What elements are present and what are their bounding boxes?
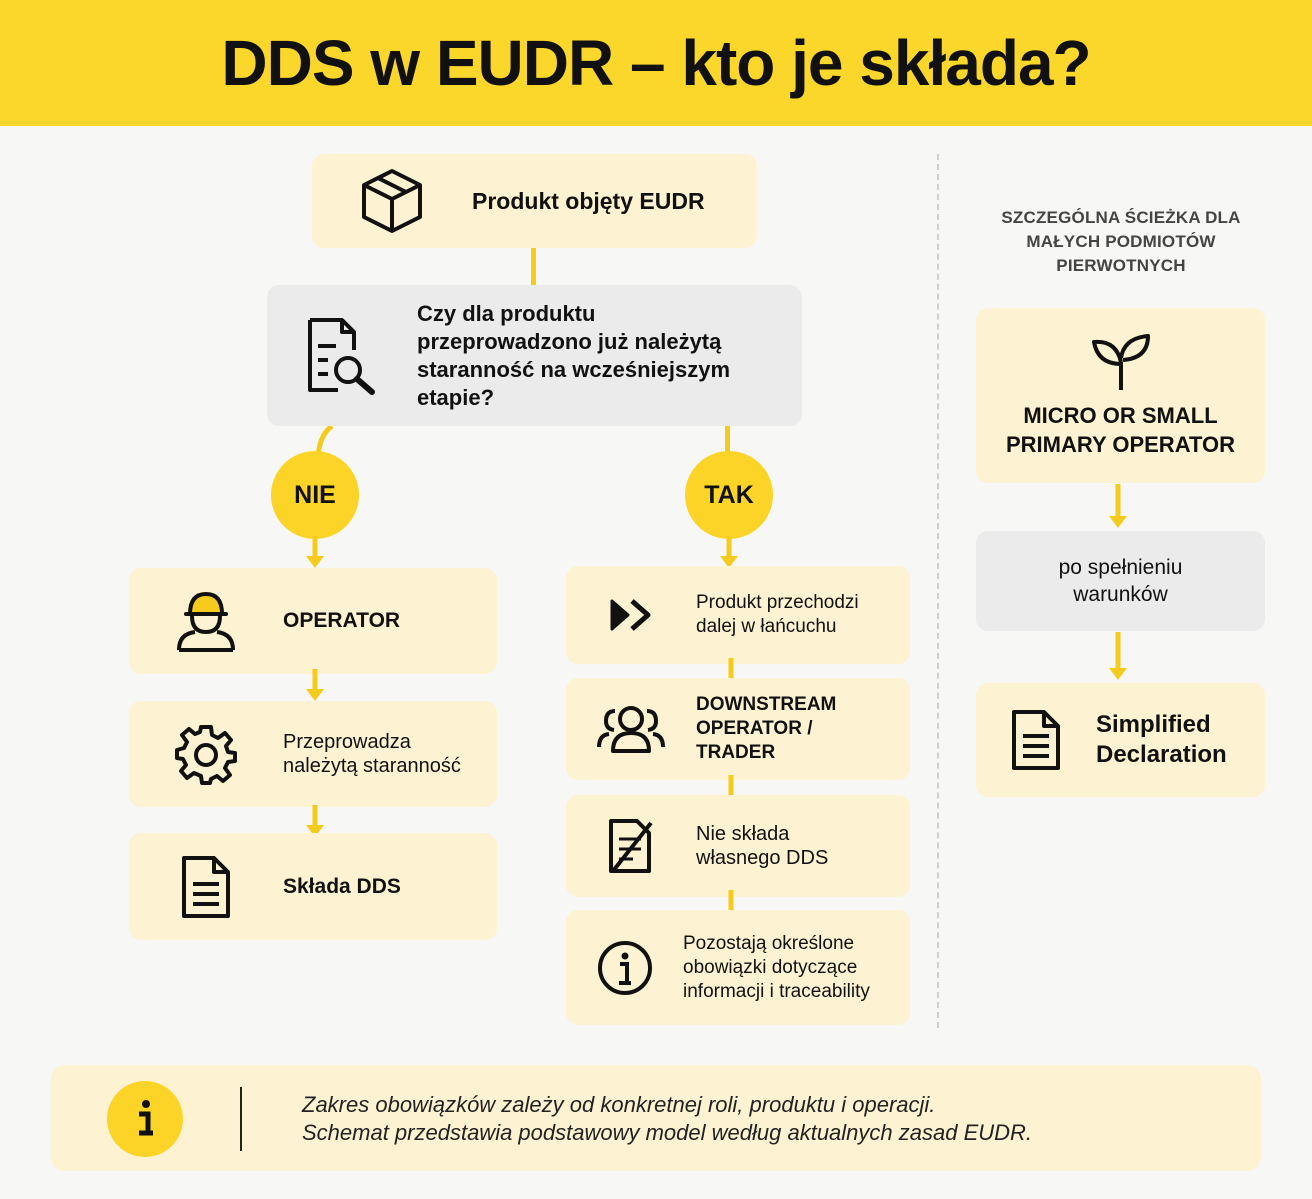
conditions-box: po spełnieniu warunków [976, 531, 1265, 631]
product-label: Produkt objęty EUDR [472, 188, 705, 214]
connector-question-yes [725, 424, 730, 454]
gear-icon [129, 723, 283, 785]
side-path-title: SZCZEGÓLNA ŚCIEŻKA DLA MAŁYCH PODMIOTÓW … [1001, 208, 1241, 275]
remaining-duties-label: Pozostają określone obowiązki dotyczące … [683, 932, 870, 1002]
footer-line-1: Zakres obowiązków zależy od konkretnej r… [302, 1092, 936, 1117]
simplified-declaration-box: Simplified Declaration [976, 683, 1265, 797]
question-box: Czy dla produktu przeprowadzono już nale… [267, 285, 802, 426]
arrow-down-icon [1109, 484, 1127, 528]
remaining-duties-box: Pozostają określone obowiązki dotyczące … [566, 910, 910, 1025]
worker-icon [129, 588, 283, 654]
operator-box: OPERATOR [129, 568, 497, 674]
question-label: Czy dla produktu przeprowadzono już nale… [417, 300, 731, 410]
micro-operator-box: MICRO OR SMALL PRIMARY OPERATOR [976, 308, 1265, 483]
conditions-label: po spełnieniu warunków [1058, 556, 1183, 606]
info-icon [107, 1081, 183, 1157]
submits-dds-label: Składa DDS [283, 874, 401, 898]
product-passes-label: Produkt przechodzi dalej w łańcuchu [696, 592, 859, 637]
arrow-down-icon [306, 669, 324, 701]
header-banner: DDS w EUDR – kto je składa? [0, 0, 1312, 126]
info-icon [566, 939, 683, 997]
document-icon [976, 708, 1096, 772]
group-icon [566, 703, 696, 755]
footer-separator [240, 1087, 242, 1151]
product-passes-box: Produkt przechodzi dalej w łańcuchu [566, 566, 910, 664]
product-box: Produkt objęty EUDR [312, 154, 757, 248]
footer-note: Zakres obowiązków zależy od konkretnej r… [51, 1065, 1261, 1171]
connector-product-question [531, 248, 536, 286]
no-badge: NIE [271, 451, 359, 539]
downstream-box: DOWNSTREAM OPERATOR / TRADER [566, 678, 910, 780]
arrow-down-icon [720, 536, 738, 568]
submits-dds-box: Składa DDS [129, 833, 497, 940]
box-icon [312, 167, 472, 235]
footer-text: Zakres obowiązków zależy od konkretnej r… [302, 1091, 1032, 1147]
no-own-dds-label: Nie składa własnego DDS [696, 823, 829, 869]
document-search-icon [267, 316, 417, 396]
simplified-declaration-label: Simplified Declaration [1096, 711, 1227, 768]
no-badge-label: NIE [294, 480, 336, 509]
due-diligence-label: Przeprowadza należytą staranność [283, 731, 461, 777]
downstream-label: DOWNSTREAM OPERATOR / TRADER [696, 694, 837, 763]
yes-badge-label: TAK [704, 480, 754, 509]
arrow-down-icon [306, 536, 324, 568]
column-divider [937, 154, 939, 1028]
micro-operator-label: MICRO OR SMALL PRIMARY OPERATOR [1006, 402, 1235, 457]
arrow-down-icon [1109, 632, 1127, 680]
footer-line-2: Schemat przedstawia podstawowy model wed… [302, 1120, 1033, 1145]
due-diligence-box: Przeprowadza należytą staranność [129, 701, 497, 807]
fast-forward-icon [566, 597, 696, 633]
sprout-icon [1090, 333, 1152, 393]
page-title: DDS w EUDR – kto je składa? [221, 27, 1091, 99]
yes-badge: TAK [685, 451, 773, 539]
arrow-down-icon [306, 805, 324, 837]
no-own-dds-box: Nie składa własnego DDS [566, 795, 910, 897]
operator-label: OPERATOR [283, 609, 401, 632]
document-icon [129, 854, 283, 920]
crossed-document-icon [566, 817, 696, 875]
